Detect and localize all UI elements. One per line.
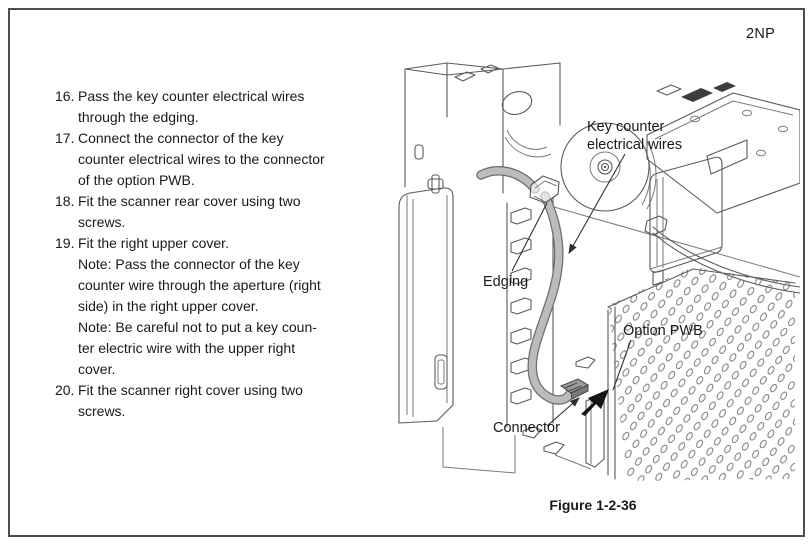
step-line: Fit the right upper cover. <box>78 235 229 251</box>
step-number: 18. <box>55 193 75 209</box>
edging-clamp <box>529 175 560 204</box>
option-pwb-part <box>522 356 605 470</box>
step-line: screws. <box>78 403 126 419</box>
perforated-panel <box>607 267 796 481</box>
top-connector-blocks <box>656 82 736 102</box>
figure-caption: Figure 1-2-36 <box>549 497 637 513</box>
label-key-counter-line1: Key counter <box>587 119 665 135</box>
leader-connector <box>546 397 580 427</box>
page-code: 2NP <box>746 26 776 42</box>
step-line: of the option PWB. <box>78 172 195 188</box>
rounded-cover <box>649 156 723 286</box>
step-16: 16. Pass the key counter electrical wire… <box>55 86 425 128</box>
step-line: counter wire through the aperture (right <box>78 277 321 293</box>
label-connector: Connector <box>493 420 560 436</box>
scanner-right-cover <box>398 187 516 474</box>
step-line: Fit the scanner rear cover using two <box>78 193 301 209</box>
label-key-counter-line2: electrical wires <box>587 137 682 153</box>
step-line: side) in the right upper cover. <box>78 298 259 314</box>
step-number: 16. <box>55 88 75 104</box>
step-line: Fit the scanner right cover using two <box>78 382 303 398</box>
direction-arrow <box>581 389 609 416</box>
leader-option-pwb <box>612 339 632 391</box>
step-20: 20. Fit the scanner right cover using tw… <box>55 380 425 422</box>
step-number: 20. <box>55 382 75 398</box>
shelf-edge-line <box>546 204 800 278</box>
label-option-pwb: Option PWB <box>623 323 703 339</box>
step-line: ter electric wire with the upper right <box>78 340 296 356</box>
label-edging: Edging <box>483 274 528 290</box>
machine-diagram: Key counter electrical wires Edging Opti… <box>398 62 800 481</box>
step-19: 19. Fit the right upper cover. Note: Pas… <box>55 233 425 380</box>
step-line: Note: Pass the connector of the key <box>78 256 300 272</box>
instruction-list: 16. Pass the key counter electrical wire… <box>55 86 425 422</box>
step-18: 18. Fit the scanner rear cover using two… <box>55 191 425 233</box>
step-line: Pass the key counter electrical wires <box>78 88 305 104</box>
leader-key-counter <box>568 153 626 254</box>
step-line: through the edging. <box>78 109 199 125</box>
wire-connector <box>559 378 590 400</box>
step-number: 17. <box>55 130 75 146</box>
step-number: 19. <box>55 235 75 251</box>
step-line: counter electrical wires to the connecto… <box>78 151 325 167</box>
step-line: cover. <box>78 361 116 377</box>
leader-edging <box>511 202 548 272</box>
step-17: 17. Connect the connector of the key cou… <box>55 128 425 191</box>
ladder-frame <box>506 196 554 428</box>
step-line: screws. <box>78 214 126 230</box>
top-cover-panels <box>646 92 800 214</box>
step-line: Note: Be careful not to put a key coun- <box>78 319 317 335</box>
step-line: Connect the connector of the key <box>78 130 284 146</box>
scanner-frame <box>404 62 561 194</box>
page-border <box>8 8 805 537</box>
